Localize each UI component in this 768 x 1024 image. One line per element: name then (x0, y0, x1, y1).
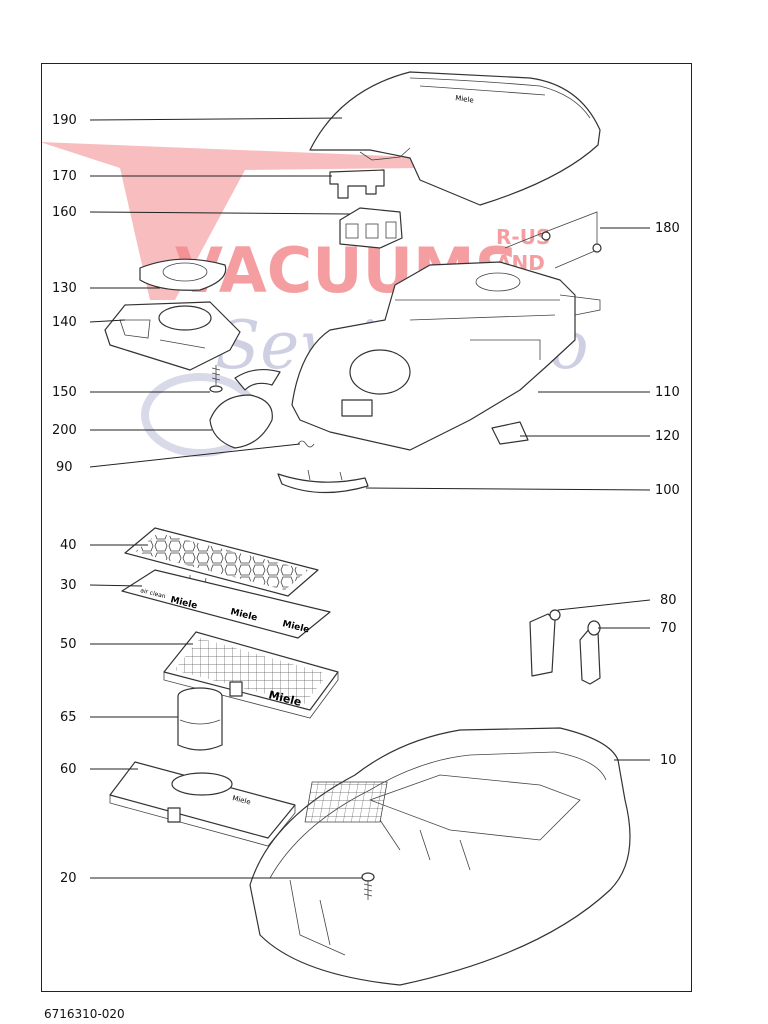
label-170: 170 (52, 169, 77, 184)
part-200-cover (209, 368, 281, 449)
label-70: 70 (660, 621, 677, 636)
lid-brand-text: Miele (455, 94, 474, 105)
part-140-bag-holder (104, 301, 241, 371)
label-90: 90 (56, 460, 73, 475)
label-150: 150 (52, 385, 77, 400)
watermark-brand-small1: R-US (496, 225, 550, 249)
label-120: 120 (655, 429, 680, 444)
part-160-switch-block (339, 207, 403, 249)
part-30-pad: air clean Miele Miele Miele (121, 569, 331, 639)
part-190-top-lid: Miele (309, 71, 601, 206)
label-180: 180 (655, 221, 680, 236)
part-130-ring (139, 258, 227, 291)
label-200: 200 (52, 423, 77, 438)
leader-lines (89, 117, 651, 879)
label-190: 190 (52, 113, 77, 128)
part-labels: 190 170 160 180 130 140 150 200 90 110 1… (52, 113, 680, 886)
label-10: 10 (660, 753, 677, 768)
label-80: 80 (660, 593, 677, 608)
label-65: 65 (60, 710, 77, 725)
part-180-springs (504, 211, 602, 269)
label-30: 30 (60, 578, 77, 593)
label-110: 110 (655, 385, 680, 400)
part-170-clip (329, 169, 385, 199)
part-150-screw (209, 365, 223, 393)
document-number: 6716310-020 (44, 1007, 125, 1021)
label-160: 160 (52, 205, 77, 220)
part-65-adapter (177, 687, 223, 751)
label-50: 50 (60, 637, 77, 652)
label-60: 60 (60, 762, 77, 777)
label-130: 130 (52, 281, 77, 296)
part-80-latch (529, 609, 561, 677)
label-20: 20 (60, 871, 77, 886)
watermark-v-shape (40, 142, 440, 300)
part-110-housing (291, 261, 601, 451)
diagram-frame (41, 63, 692, 992)
part-90-spring (297, 440, 315, 448)
part-20-screw (361, 872, 375, 900)
label-100: 100 (655, 483, 680, 498)
label-140: 140 (52, 315, 77, 330)
part-60-exhaust-cover: Miele (109, 761, 296, 847)
label-40: 40 (60, 538, 77, 553)
part-70-latch (579, 620, 601, 685)
part-120-cap (491, 421, 529, 445)
part-10-base-body (249, 727, 631, 986)
part-100-handle (277, 469, 369, 494)
